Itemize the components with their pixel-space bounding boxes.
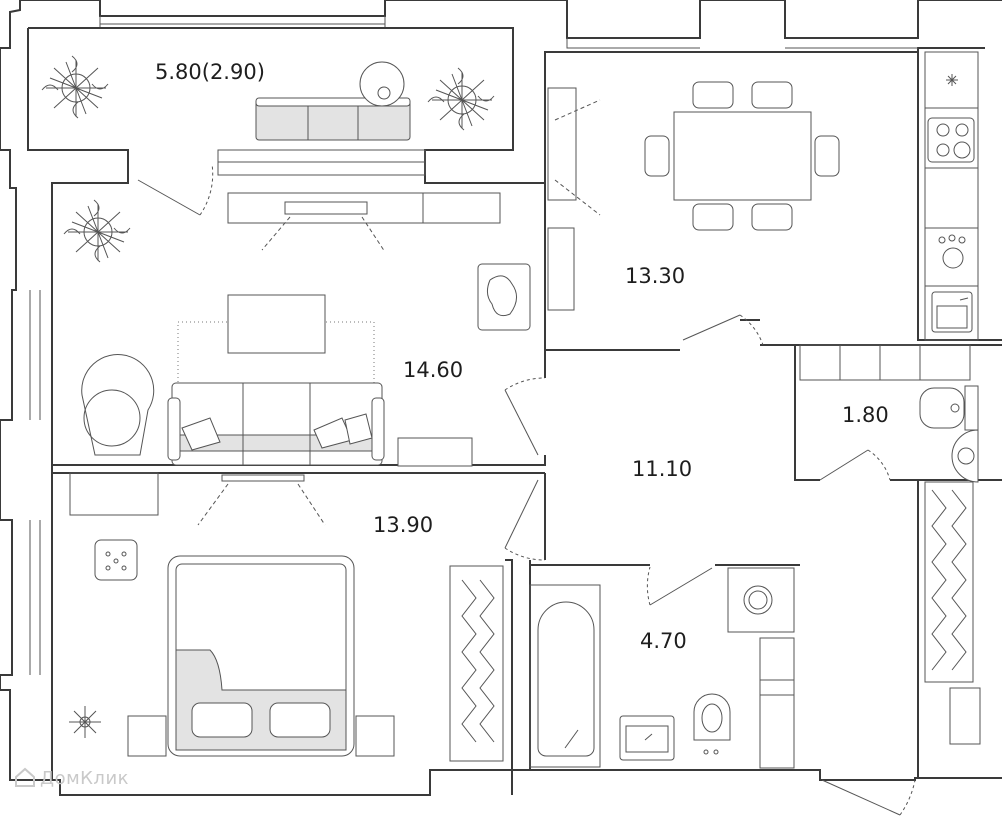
bathroom-shelf xyxy=(759,637,795,769)
room-area-kitchen: 13.30 xyxy=(625,264,685,288)
watermark-text: ДомКлик xyxy=(40,768,130,789)
room-area-balcony: 5.80(2.90) xyxy=(155,60,265,84)
room-area-wc: 1.80 xyxy=(842,403,889,427)
plant-icon xyxy=(69,706,101,738)
outer-walls xyxy=(0,0,1002,796)
sink-icon xyxy=(931,291,973,333)
hall-closet xyxy=(924,481,981,745)
sink-icon xyxy=(619,715,675,761)
toilet-icon xyxy=(919,385,979,431)
ottoman-icon xyxy=(397,437,473,467)
washing-machine-icon xyxy=(727,567,795,633)
pet-bed-icon xyxy=(477,263,531,331)
room-area-hall: 11.10 xyxy=(632,457,692,481)
dining-table-icon xyxy=(644,81,840,231)
room-area-bathroom: 4.70 xyxy=(640,629,687,653)
bedroom-wardrobe xyxy=(449,565,504,762)
balcony-sofa xyxy=(255,61,411,141)
plant-icon xyxy=(427,67,495,131)
watermark: ДомКлик xyxy=(14,766,129,789)
tv-icon xyxy=(227,192,501,253)
bed-icon xyxy=(127,555,395,757)
plant-icon xyxy=(63,199,131,263)
stove-icon xyxy=(927,117,975,163)
plant-icon xyxy=(41,55,109,119)
washing-dishes-icon xyxy=(938,234,966,269)
house-icon xyxy=(15,767,35,787)
sink-icon xyxy=(951,429,979,483)
fridge-icon xyxy=(946,74,958,86)
kitchen-counter xyxy=(924,51,979,341)
hall-wardrobe xyxy=(799,344,971,381)
toilet-icon xyxy=(693,693,731,755)
bedroom-tv xyxy=(69,472,326,526)
doors xyxy=(504,314,916,816)
room-area-living: 14.60 xyxy=(403,358,463,382)
room-area-bedroom: 13.90 xyxy=(373,513,433,537)
living-rug xyxy=(177,294,375,463)
sofa-icon xyxy=(167,382,385,466)
armchair-icon xyxy=(81,354,155,456)
bathtub-icon xyxy=(529,584,601,768)
balcony xyxy=(27,27,918,290)
safe-icon xyxy=(94,539,138,581)
kitchen-cabinet xyxy=(547,87,601,311)
